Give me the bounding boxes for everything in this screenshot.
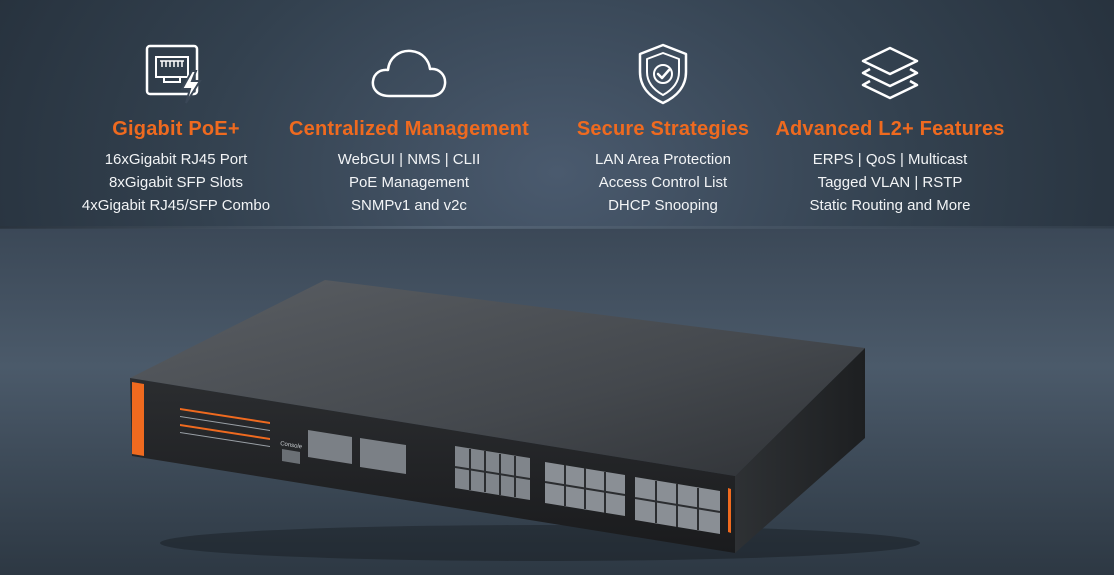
floor-edge bbox=[0, 226, 1114, 229]
feature-line: DHCP Snooping bbox=[608, 197, 718, 214]
feature-line: Static Routing and More bbox=[809, 197, 971, 214]
feature-title: Advanced L2+ Features bbox=[775, 118, 1005, 140]
feature-title: Gigabit PoE+ bbox=[112, 118, 240, 140]
feature-title: Secure Strategies bbox=[576, 118, 750, 140]
shield-check-icon bbox=[543, 40, 783, 108]
feature-title: Centralized Management bbox=[289, 118, 530, 140]
ethernet-port-lightning-icon bbox=[56, 40, 296, 108]
feature-line: 4xGigabit RJ45/SFP Combo bbox=[81, 197, 271, 214]
feature-line: LAN Area Protection bbox=[595, 151, 731, 168]
console-label: Console bbox=[280, 441, 303, 450]
feature-poe: Gigabit PoE+ 16xGigabit RJ45 Port 8xGiga… bbox=[56, 40, 296, 217]
feature-management: Centralized Management WebGUI | NMS | CL… bbox=[289, 40, 529, 217]
cloud-icon bbox=[289, 40, 529, 108]
feature-line: Tagged VLAN | RSTP bbox=[817, 174, 963, 191]
network-switch-product: Console bbox=[120, 278, 1000, 568]
feature-line: PoE Management bbox=[348, 174, 470, 191]
feature-line: 8xGigabit SFP Slots bbox=[109, 174, 243, 191]
feature-line: Access Control List bbox=[598, 174, 728, 191]
feature-l2-plus: Advanced L2+ Features ERPS | QoS | Multi… bbox=[770, 40, 1010, 217]
feature-security: Secure Strategies LAN Area Protection Ac… bbox=[543, 40, 783, 217]
feature-list: Gigabit PoE+ 16xGigabit RJ45 Port 8xGiga… bbox=[0, 40, 1114, 230]
feature-line: WebGUI | NMS | CLII bbox=[337, 151, 481, 168]
layers-icon bbox=[770, 40, 1010, 108]
feature-line: ERPS | QoS | Multicast bbox=[812, 151, 968, 168]
feature-line: 16xGigabit RJ45 Port bbox=[104, 151, 248, 168]
feature-line: SNMPv1 and v2c bbox=[351, 197, 467, 214]
